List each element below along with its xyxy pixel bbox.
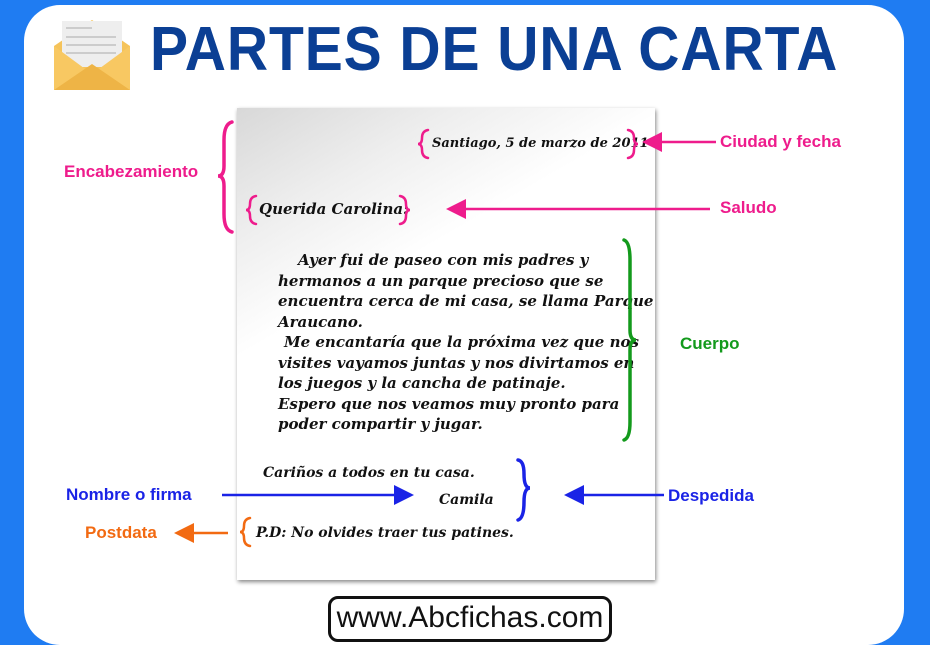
body-line: los juegos y la cancha de patinaje. [278,374,566,392]
body-line: visites vayamos juntas y nos divirtamos … [278,353,635,372]
label-heading: Encabezamiento [64,162,199,181]
heading-brace [217,120,234,234]
letter-sheet [237,108,655,580]
letter-date: Santiago, 5 de marzo de 2011 [432,136,649,151]
label-farewell: Despedida [668,486,754,505]
greeting-brace-right [398,194,411,226]
label-signature: Nombre o firma [66,485,192,504]
letter-body: Ayer fui de paseo con mis padres y herma… [278,250,653,435]
letter-postscript: P.D: No olvides traer tus patines. [256,525,514,541]
page-title: PARTES DE UNA CARTA [150,15,839,84]
body-brace [622,238,637,442]
body-line: Ayer fui de paseo con mis padres y [298,251,589,269]
annotation-overlay [174,120,716,548]
body-line: Espero que nos veamos muy pronto para [278,394,620,413]
date-brace-right [626,128,639,160]
body-line: hermanos a un parque precioso que se [278,271,604,290]
letter-signature: Camila [439,492,494,508]
letter-closing: Cariños a todos en tu casa. [263,465,475,481]
date-brace-left [417,128,430,160]
greeting-brace-left [245,194,258,226]
letter-greeting: Querida Carolina: [259,200,409,218]
label-city-date: Ciudad y fecha [720,132,841,151]
body-line: Araucano. [278,312,363,331]
label-postscript: Postdata [85,523,157,542]
body-line: poder compartir y jugar. [278,415,483,433]
body-line: Me encantaría que la próxima vez que nos [284,333,639,351]
body-line: encuentra cerca de mi casa, se llama Par… [278,292,654,310]
label-greeting: Saludo [720,198,777,217]
farewell-brace [516,458,531,522]
website-url[interactable]: www.Abcfichas.com [328,596,612,642]
label-body: Cuerpo [680,334,740,353]
postscript-brace [239,516,252,548]
envelope-letter-icon [54,20,130,90]
